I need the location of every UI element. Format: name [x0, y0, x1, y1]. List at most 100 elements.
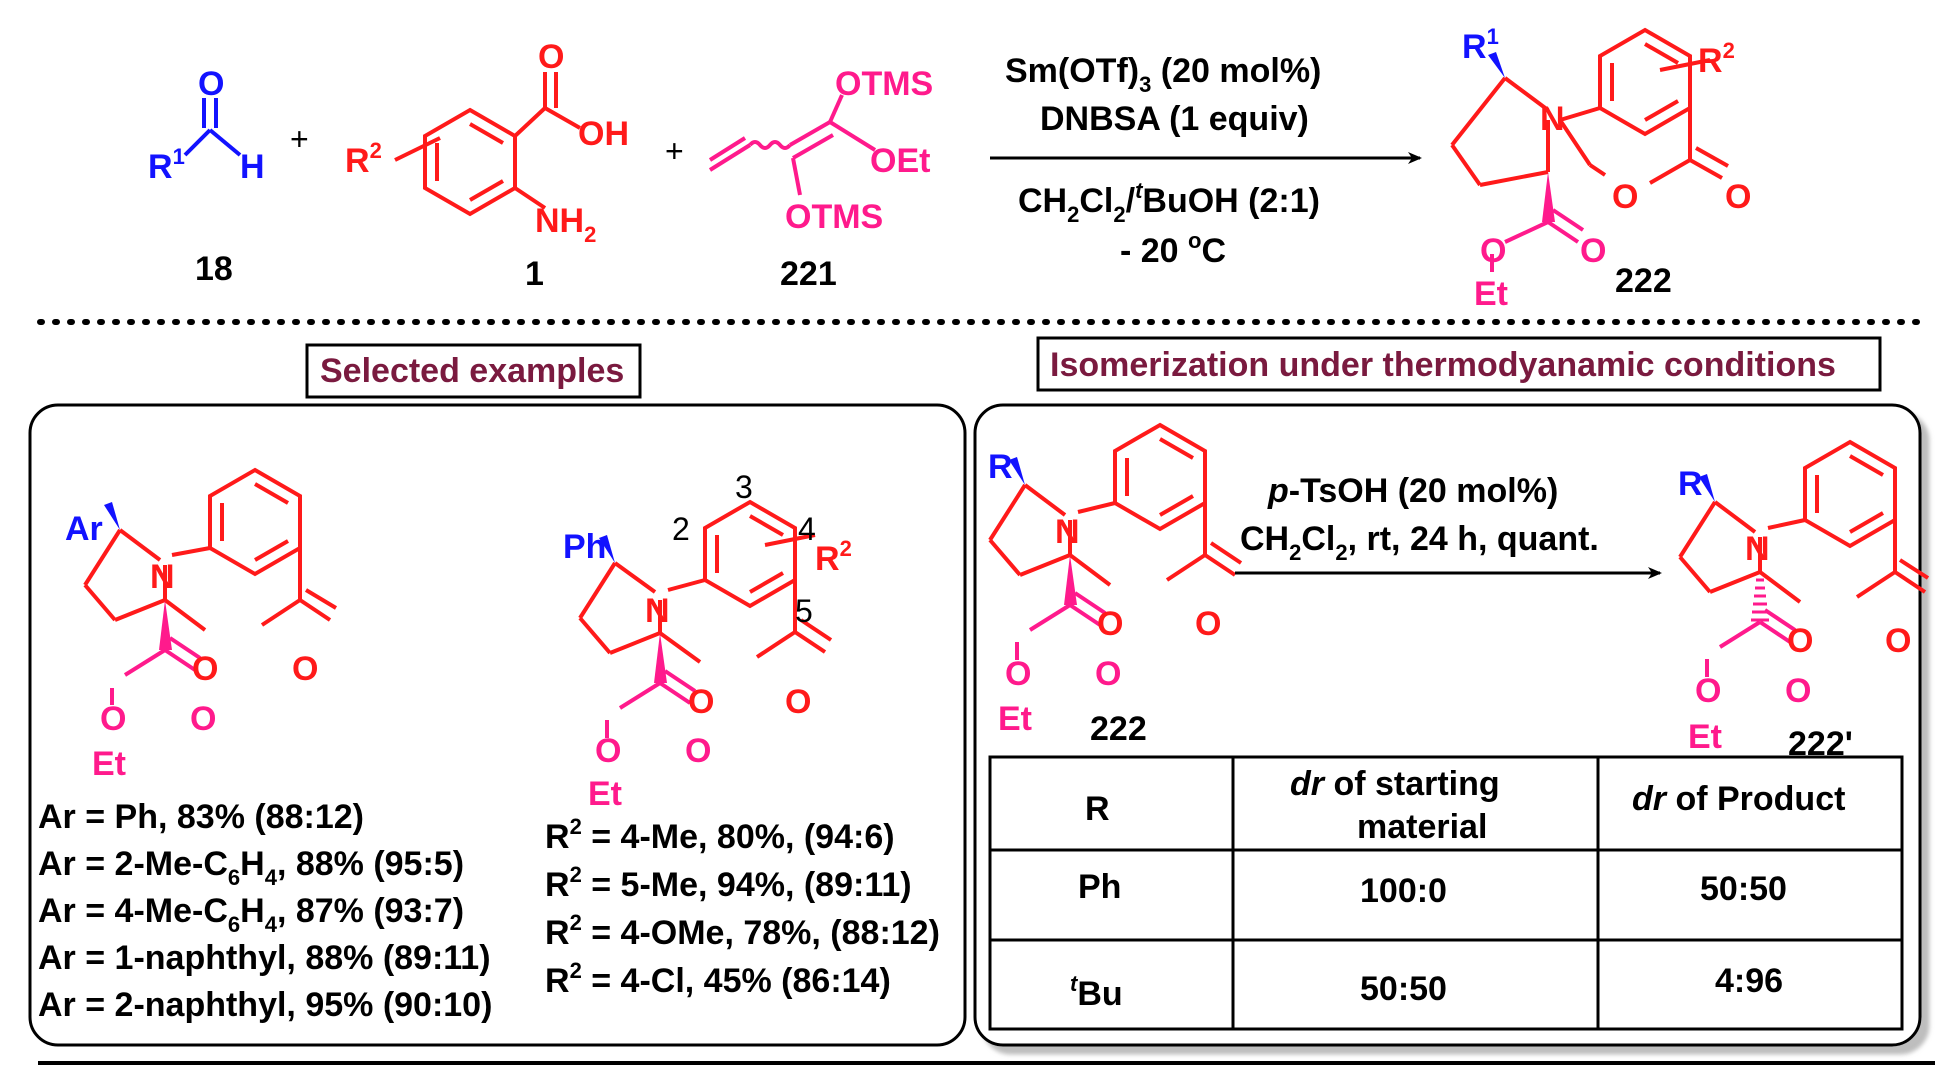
selected-examples-header: Selected examples: [320, 352, 624, 390]
table-header-r: R: [1085, 790, 1110, 828]
product-o-ester2: O: [1480, 232, 1506, 270]
isomer-product-o-ester: O: [1785, 672, 1811, 710]
isomerization-header: Isomerization under thermodyanamic condi…: [1050, 346, 1836, 384]
isomerization-panel: [973, 403, 1922, 1047]
example2-r2-label: R2: [815, 536, 852, 578]
position-5: 5: [795, 593, 813, 629]
isomerization-header-box: [1036, 336, 1882, 392]
table-cell-dr-product: 4:96: [1715, 962, 1783, 1000]
compound-id-1: 1: [525, 255, 544, 293]
isomer-product-o-ring: O: [1787, 622, 1813, 660]
product-r1-label: R1: [1462, 24, 1499, 66]
anthranilic-nh2-label: NH2: [535, 202, 596, 247]
anthranilic-o-label: O: [538, 38, 564, 76]
condition-solvent: CH2Cl2/tBuOH (2:1): [1018, 178, 1320, 227]
aldehyde-o-label: O: [198, 65, 224, 103]
isomer-product-o-ester2: O: [1695, 672, 1721, 710]
position-2: 2: [672, 511, 690, 547]
product-o-ring: O: [1612, 178, 1638, 216]
table-header-dr-product: dr of Product: [1632, 780, 1845, 818]
dr-table: [988, 755, 1904, 1031]
selected-examples-panel: [28, 403, 967, 1047]
condition-temperature: - 20 oC: [1120, 228, 1226, 270]
product-o-ester: O: [1580, 232, 1606, 270]
product-222-top: R1 R2 N O O O O Et 222: [1450, 24, 1751, 313]
isomer-product-et-label: Et: [1688, 718, 1722, 756]
table-cell-dr-start: 50:50: [1360, 970, 1447, 1008]
product-o-carbonyl: O: [1725, 178, 1751, 216]
diene-otms-top: OTMS: [835, 65, 933, 103]
r2-example-row: R2 = 5-Me, 94%, (89:11): [545, 862, 912, 904]
table-cell-r: Ph: [1078, 868, 1121, 906]
isomer-product-n-label: N: [1745, 530, 1770, 568]
diene-otms-bottom: OTMS: [785, 198, 883, 236]
isomer-start-o-carbonyl: O: [1195, 605, 1221, 643]
isomer-start-o-ring: O: [1097, 605, 1123, 643]
isomer-start-r-label: R: [988, 448, 1013, 486]
example-structure-r2: Ph N O O O O Et R2 2 3 4 5: [563, 469, 852, 813]
condition-catalyst: Sm(OTf)3 (20 mol%): [1005, 52, 1321, 97]
compound-id-222-start: 222: [1090, 710, 1147, 748]
plus-sign: +: [290, 121, 309, 157]
table-cell-dr-start: 100:0: [1360, 872, 1447, 910]
compound-id-222-top: 222: [1615, 262, 1672, 300]
example-ar-label: Ar: [65, 510, 103, 548]
isomer-start-et-label: Et: [998, 700, 1032, 738]
example-et-label: Et: [92, 745, 126, 783]
position-3: 3: [735, 469, 753, 505]
diene-oet: OEt: [870, 142, 930, 180]
plus-sign-2: +: [665, 133, 684, 169]
table-cell-dr-product: 50:50: [1700, 870, 1787, 908]
compound-id-221: 221: [780, 255, 837, 293]
example-ph-label: Ph: [563, 528, 606, 566]
isomer-condition-solvent: CH2Cl2, rt, 24 h, quant.: [1240, 520, 1599, 565]
position-4: 4: [798, 511, 816, 547]
example-o-carbonyl: O: [292, 650, 318, 688]
r2-examples-list: R2 = 4-Me, 80%, (94:6) R2 = 5-Me, 94%, (…: [545, 814, 940, 1000]
ar-example-row: Ar = 2-naphthyl, 95% (90:10): [38, 986, 492, 1024]
anthranilic-oh-label: OH: [578, 115, 629, 153]
isomer-start-222: R N O O O O Et 222: [988, 422, 1243, 748]
example-structure-ar: Ar N O O O O Et: [65, 467, 338, 783]
isomer-start-n-label: N: [1055, 513, 1080, 551]
example2-o-carbonyl: O: [785, 683, 811, 721]
anthranilic-r2-label: R2: [345, 138, 382, 180]
ar-example-row: Ar = 2-Me-C6H4, 88% (95:5): [38, 845, 464, 890]
example-n-label: N: [150, 558, 175, 596]
condition-additive: DNBSA (1 equiv): [1040, 100, 1309, 138]
aldehyde-r-label: R1: [148, 144, 185, 186]
anthranilic-acid-1: [394, 72, 581, 217]
compound-id-18: 18: [195, 250, 233, 288]
table-cell-r: tBu: [1070, 971, 1123, 1013]
ar-examples-list: Ar = Ph, 83% (88:12) Ar = 2-Me-C6H4, 88%…: [38, 798, 492, 1024]
product-et-label: Et: [1474, 275, 1508, 313]
aldehyde-h-label: H: [240, 148, 265, 186]
example2-et-label: Et: [588, 775, 622, 813]
isomer-condition-acid: p-TsOH (20 mol%): [1267, 472, 1558, 510]
product-n-label: N: [1540, 100, 1565, 138]
isomer-start-o-ester2: O: [1005, 655, 1031, 693]
isomer-product-o-carbonyl: O: [1885, 622, 1911, 660]
ar-example-row: Ar = 4-Me-C6H4, 87% (93:7): [38, 892, 464, 937]
table-header-dr-start-line2: material: [1357, 808, 1487, 846]
isomer-start-o-ester: O: [1095, 655, 1121, 693]
product-r2-label: R2: [1698, 38, 1735, 80]
example2-n-label: N: [645, 592, 670, 630]
example-o-ester: O: [190, 700, 216, 738]
r2-example-row: R2 = 4-Cl, 45% (86:14): [545, 958, 891, 1000]
ar-example-row: Ar = 1-naphthyl, 88% (89:11): [38, 939, 491, 977]
ar-example-row: Ar = Ph, 83% (88:12): [38, 798, 364, 836]
diene-221: [708, 94, 877, 196]
table-header-dr-start: dr of starting: [1290, 765, 1500, 803]
isomer-product-r-label: R: [1678, 465, 1703, 503]
example2-o-ring: O: [688, 683, 714, 721]
example2-o-ester: O: [685, 732, 711, 770]
r2-example-row: R2 = 4-Me, 80%, (94:6): [545, 814, 895, 856]
selected-examples-header-box: [305, 343, 642, 399]
example2-o-ester2: O: [595, 732, 621, 770]
example-o-ester2: O: [100, 700, 126, 738]
r2-example-row: R2 = 4-OMe, 78%, (88:12): [545, 910, 940, 952]
aldehyde-18: O R1 H 18: [148, 65, 265, 288]
example-o-ring: O: [192, 650, 218, 688]
